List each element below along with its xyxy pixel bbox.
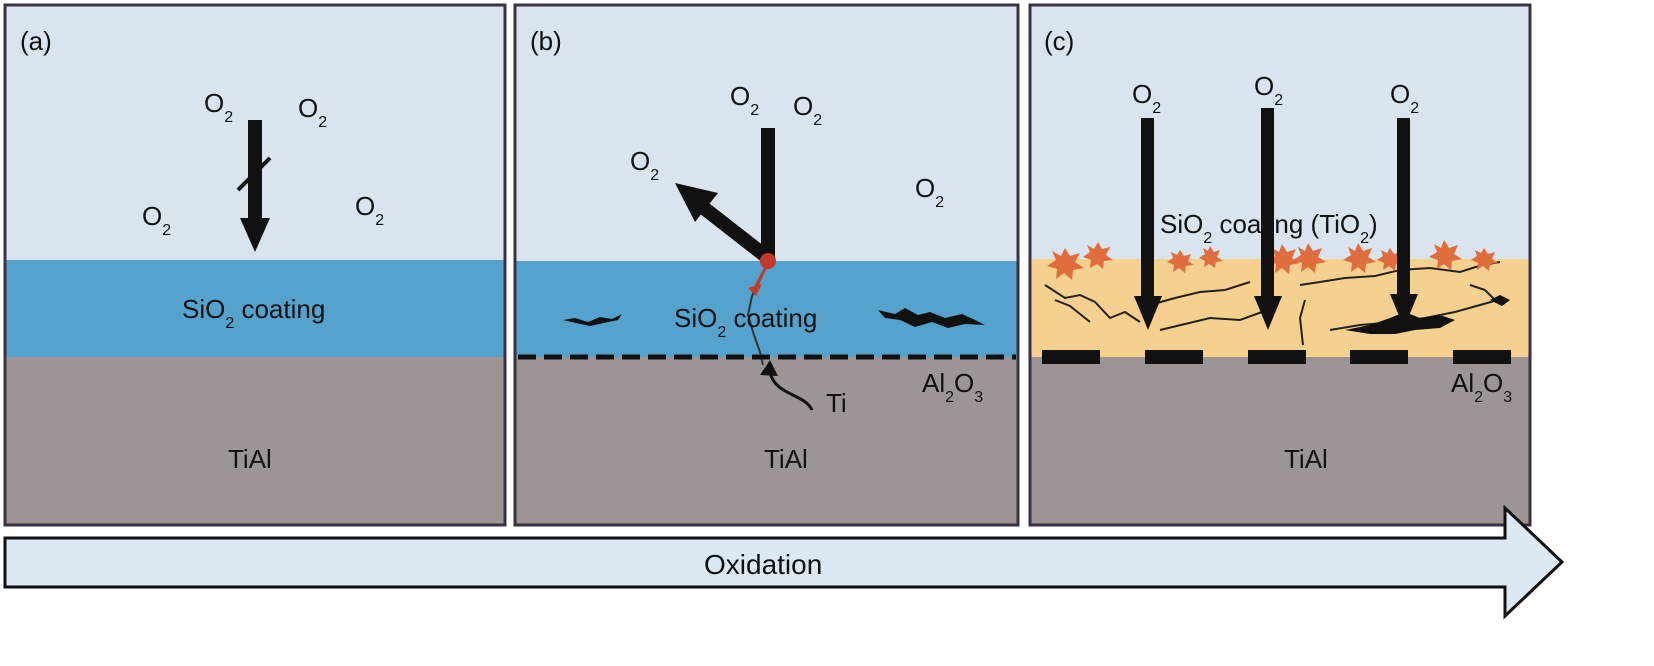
panel-b-reflected-oxygen-arrow bbox=[675, 128, 775, 264]
oxidation-process-arrow: Oxidation bbox=[3, 504, 1565, 620]
panel-c-substrate-label: TiAl bbox=[1284, 444, 1328, 474]
tio2-particle bbox=[1267, 244, 1300, 274]
panel-b-crack-left bbox=[563, 314, 622, 326]
tio2-particle bbox=[1199, 246, 1223, 268]
tio2-particle bbox=[1293, 243, 1326, 273]
panel-b-o2-4: O2 bbox=[915, 173, 944, 211]
panel-c-tial-substrate bbox=[1030, 357, 1530, 525]
tio2-particle bbox=[1343, 243, 1376, 273]
panel-b-substrate-label: TiAl bbox=[764, 444, 808, 474]
panel-c-crack-dark-2 bbox=[1490, 295, 1510, 306]
panel-b-o2-2: O2 bbox=[793, 91, 822, 129]
panel-c-oxygen-arrow-3 bbox=[1390, 118, 1418, 328]
panel-c-tio2-particles bbox=[1047, 240, 1498, 280]
panel-c-al2o3-label: Al2O3 bbox=[1451, 368, 1512, 406]
panel-c-atmosphere bbox=[1030, 5, 1530, 259]
panel-b-tial-substrate bbox=[515, 357, 1018, 525]
panel-c-tag: (c) bbox=[1044, 26, 1074, 56]
panel-a-o2-3: O2 bbox=[142, 201, 171, 239]
panel-c-o2-1: O2 bbox=[1132, 79, 1161, 117]
panel-b-frame bbox=[513, 3, 1020, 527]
panel-c-o2-3: O2 bbox=[1390, 79, 1419, 117]
tio2-particle bbox=[1471, 248, 1498, 271]
panel-a-blocked-oxygen-arrow bbox=[236, 120, 272, 252]
panel-b: (b) O2 O2 O2 O2 SiO2 coating Ti Al2O3 Ti… bbox=[513, 3, 1020, 527]
panel-a-tag: (a) bbox=[20, 26, 52, 56]
panel-c-frame bbox=[1028, 3, 1532, 527]
panel-c-tio2-layer bbox=[1030, 259, 1530, 357]
panel-a-o2-1: O2 bbox=[204, 88, 233, 126]
panel-c-oxygen-arrow-1 bbox=[1134, 118, 1162, 330]
panel-b-o2-1: O2 bbox=[730, 81, 759, 119]
panel-c: (c) O2 O2 O2 bbox=[1028, 3, 1532, 527]
tio2-particle bbox=[1047, 248, 1084, 280]
tio2-particle bbox=[1167, 250, 1194, 273]
panel-b-crack-right bbox=[878, 308, 985, 328]
oxidation-label: Oxidation bbox=[704, 549, 822, 580]
panel-b-ti-diffusion-path bbox=[746, 253, 814, 411]
panel-a-o2-2: O2 bbox=[298, 93, 327, 131]
panel-c-al2o3-segments bbox=[1042, 350, 1511, 364]
panel-a-tial-substrate bbox=[5, 357, 505, 525]
panel-c-crack-dark bbox=[1345, 312, 1455, 334]
panel-a-coating-label: SiO2 coating bbox=[182, 294, 325, 332]
panel-a-o2-4: O2 bbox=[355, 191, 384, 229]
panel-a-frame bbox=[3, 3, 507, 527]
panel-a: (a) O2 O2 O2 O2 SiO2 coating TiAl bbox=[3, 3, 507, 527]
panel-a-substrate-label: TiAl bbox=[228, 444, 272, 474]
panel-a-sio2-layer bbox=[5, 260, 505, 357]
panel-c-oxygen-arrow-2 bbox=[1254, 108, 1282, 330]
panel-b-sio2-layer bbox=[515, 261, 1018, 357]
panel-b-coating-label: SiO2 coating bbox=[674, 303, 817, 341]
tio2-particle bbox=[1429, 240, 1462, 270]
panel-b-al2o3-label: Al2O3 bbox=[922, 368, 983, 406]
panel-c-o2-2: O2 bbox=[1254, 71, 1283, 109]
panel-b-tag: (b) bbox=[530, 26, 562, 56]
panel-b-ti-label: Ti bbox=[826, 388, 847, 418]
panel-b-o2-3: O2 bbox=[630, 146, 659, 184]
panel-c-coating-label: SiO2 coating (TiO2) bbox=[1160, 209, 1378, 247]
tio2-particle bbox=[1083, 242, 1113, 269]
